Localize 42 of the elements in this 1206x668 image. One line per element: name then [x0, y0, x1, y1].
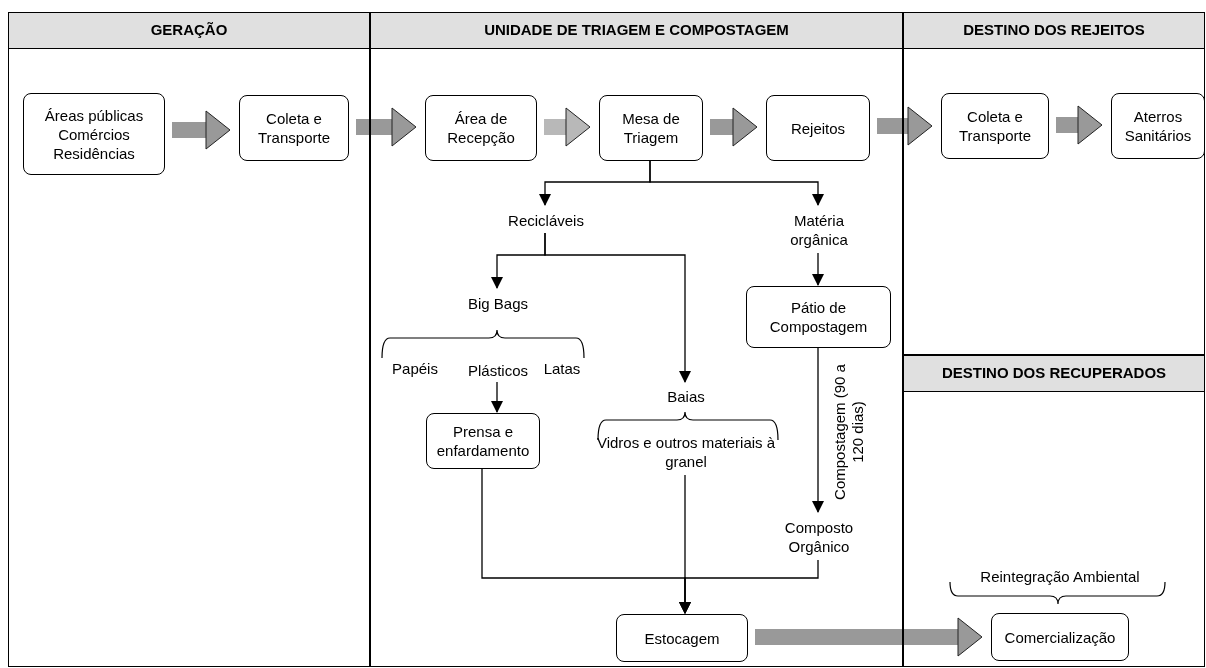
process-box: Aterros Sanitários — [1111, 93, 1205, 159]
process-box: Áreas públicas Comércios Residências — [23, 93, 165, 175]
text-label: Reintegração Ambiental — [979, 567, 1141, 586]
block-arrow — [755, 617, 983, 657]
step-label: Recicláveis — [491, 206, 601, 234]
process-box: Coleta e Transporte — [941, 93, 1049, 159]
process-box: Estocagem — [616, 614, 748, 662]
block-arrow — [710, 107, 758, 147]
step-label: Baias — [646, 383, 726, 409]
text-label: Latas — [542, 359, 582, 379]
block-arrow — [544, 107, 591, 147]
block-arrow — [1056, 105, 1103, 145]
process-box: Pátio de Compostagem — [746, 286, 891, 348]
step-label: Big Bags — [446, 289, 550, 317]
arrow — [812, 346, 824, 513]
lane-header: DESTINO DOS RECUPERADOS — [904, 356, 1204, 392]
arrow — [491, 381, 503, 413]
block-arrow — [356, 107, 417, 147]
process-box: Mesa de Triagem — [599, 95, 703, 161]
lane-header: DESTINO DOS REJEITOS — [904, 13, 1204, 49]
step-label: Vidros e outros materiais à granel — [593, 428, 779, 476]
block-arrow — [172, 110, 231, 150]
arrow — [812, 252, 824, 286]
lane-header: UNIDADE DE TRIAGEM E COMPOSTAGEM — [371, 13, 902, 49]
arrow — [544, 232, 691, 383]
step-label: Matéria orgânica — [769, 206, 869, 254]
text-label: Papéis — [391, 359, 439, 379]
swimlane — [903, 355, 1205, 667]
process-box: Coleta e Transporte — [239, 95, 349, 161]
step-label: Composto Orgânico — [766, 513, 872, 561]
swimlane — [903, 12, 1205, 355]
process-box: Comercialização — [991, 613, 1129, 661]
arrow — [679, 559, 819, 614]
block-arrow — [877, 106, 933, 146]
swimlane — [370, 12, 903, 667]
swimlane — [8, 12, 370, 667]
process-box: Área de Recepção — [425, 95, 537, 161]
process-box: Prensa e enfardamento — [426, 413, 540, 469]
step-label: Plásticos — [459, 357, 537, 383]
process-box: Rejeitos — [766, 95, 870, 161]
lane-header: GERAÇÃO — [9, 13, 369, 49]
arrow — [649, 159, 824, 206]
